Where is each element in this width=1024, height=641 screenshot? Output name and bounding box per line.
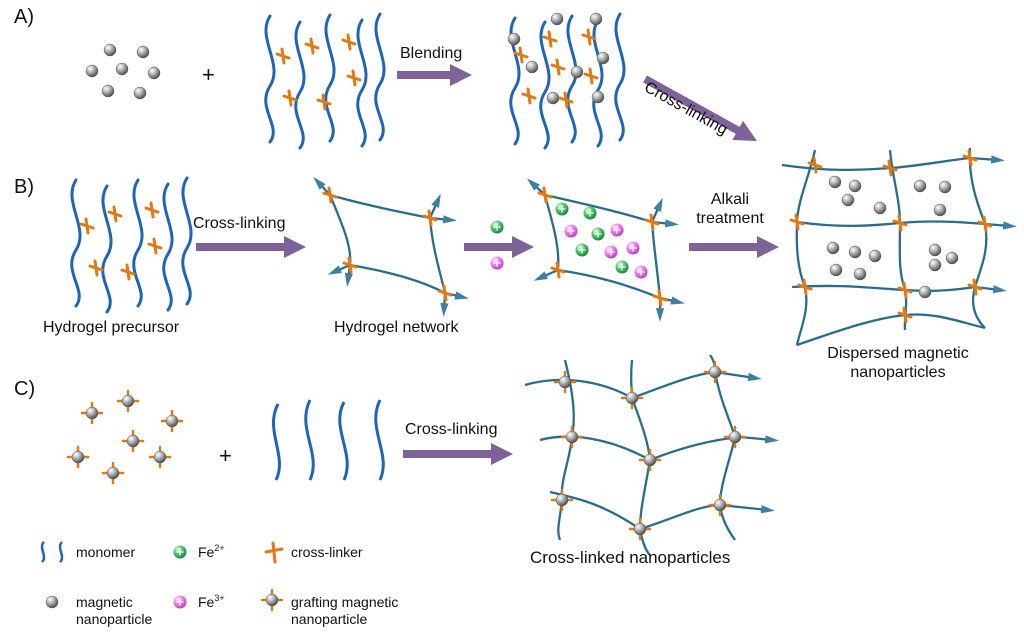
legend-icons [40, 541, 284, 612]
caption-hydrogel-precursor: Hydrogel precursor [43, 319, 180, 336]
label-alkali-line2: treatment [696, 210, 764, 228]
section-c [66, 354, 779, 556]
legend-fe3-sup: 3+ [214, 593, 225, 603]
caption-dispersed-line1: Dispersed magnetic [827, 345, 969, 362]
legend-magnetic-label: magnetic nanoparticle [76, 594, 152, 628]
legend-monomer-label: monomer [76, 544, 136, 560]
arrow-alkali [689, 236, 779, 258]
hydrogel-network-art [313, 176, 469, 317]
label-alkali-treatment: Alkali treatment [688, 190, 772, 228]
magnetic-nanoparticle-icon [45, 595, 59, 609]
caption-dispersed-nanoparticles: Dispersed magnetic nanoparticles [800, 344, 996, 382]
crosslinkers-a [275, 33, 362, 111]
process-arrows [196, 64, 779, 465]
caption-hydrogel-network: Hydrogel network [334, 319, 459, 336]
legend-fe2-sup: 2+ [214, 543, 225, 553]
plus-sign-c: + [219, 443, 232, 468]
legend-magnetic-line1: magnetic [76, 594, 133, 610]
arrow-blending [397, 64, 472, 86]
caption-dispersed-line2: nanoparticles [850, 364, 946, 382]
legend-grafting-label: grafting magnetic nanoparticle [291, 594, 398, 628]
label-blending: Blending [400, 45, 463, 62]
arrow-crosslinking-diagonal [643, 75, 757, 142]
legend-magnetic-line2: nanoparticle [76, 610, 153, 627]
label-alkali-line1: Alkali [710, 191, 750, 208]
dispersed-network-art [781, 147, 1017, 347]
section-b [70, 176, 685, 322]
crosslinked-nanoparticle-network [524, 354, 779, 556]
legend-fe2-base: Fe [198, 544, 215, 560]
section-label-b: B) [14, 176, 34, 198]
blended-mixture [507, 12, 626, 150]
arrow-ions [464, 236, 534, 258]
legend-fe2-label: Fe2+ [198, 544, 225, 561]
legend-fe3-base: Fe [198, 594, 215, 610]
fe3-ion-icon [172, 594, 188, 610]
fe2-ion-icon [172, 544, 188, 560]
legend-grafting-line1: grafting magnetic [291, 594, 399, 610]
legend-crosslinker-label: cross-linker [291, 544, 363, 560]
legend-fe3-label: Fe3+ [198, 594, 225, 611]
monomer-icon [40, 541, 64, 563]
arrow-crosslinking-b [196, 236, 306, 258]
arrow-crosslinking-c [403, 443, 513, 465]
label-crosslinking-b: Cross-linking [193, 215, 286, 232]
label-crosslinking-c: Cross-linking [405, 421, 498, 438]
section-a [85, 12, 626, 150]
cross-linker-icon [264, 541, 284, 564]
section-label-c: C) [14, 378, 36, 400]
hydrogel-precursor-art [70, 176, 193, 314]
monomer-chains-a [264, 12, 386, 150]
ion-loaded-network-art [526, 178, 685, 322]
section-label-a: A) [14, 6, 34, 28]
legend-grafting-line2: nanoparticle [291, 610, 368, 627]
grafting-nanoparticles [66, 389, 184, 485]
caption-crosslinked-nanoparticles: Cross-linked nanoparticles [530, 548, 731, 567]
plus-sign-a: + [202, 62, 215, 87]
grafting-nanoparticle-icon [260, 588, 284, 612]
scattered-nanoparticles [85, 43, 161, 100]
monomer-chains-c [272, 399, 385, 481]
